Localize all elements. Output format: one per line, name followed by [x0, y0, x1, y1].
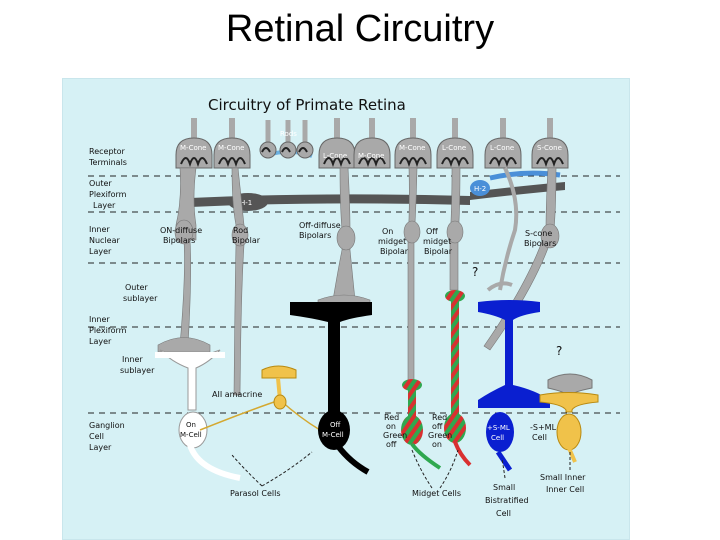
svg-text:L-Cone: L-Cone	[323, 152, 347, 160]
svg-text:M-Cone: M-Cone	[180, 144, 206, 152]
midget-cells-label: Midget Cells	[412, 489, 461, 498]
h2-horizontal-cell-body	[470, 180, 490, 196]
rod-bipolar	[231, 167, 249, 396]
s-cone-bipolar	[483, 167, 560, 351]
photoreceptor-l-cone-1: L-Cone	[318, 118, 356, 169]
svg-text:M-Cone: M-Cone	[399, 144, 425, 152]
photoreceptor-m-cone-3: M-Cone	[353, 118, 391, 169]
photoreceptor-m-cone-1: M-Cone	[175, 118, 213, 169]
svg-text:L-Cone: L-Cone	[442, 144, 466, 152]
svg-text:L-Cone: L-Cone	[490, 144, 514, 152]
question-mark-2: ?	[556, 344, 562, 358]
svg-text:M-Cone: M-Cone	[218, 144, 244, 152]
layer-boundaries	[88, 175, 620, 414]
h2-horizontal-band	[470, 182, 565, 200]
bipolar-cells	[157, 167, 560, 396]
photoreceptor-rods: Rods	[259, 120, 314, 159]
h1-label: H-1	[240, 199, 252, 207]
parasol-cells-label: Parasol Cells	[230, 489, 281, 498]
photoreceptor-row: M-Cone M-Cone Rods L-Cone M-Cone M-Cone …	[175, 118, 569, 169]
svg-text:S-Cone: S-Cone	[537, 144, 562, 152]
photoreceptor-l-cone-3: L-Cone	[484, 118, 522, 169]
svg-text:Rods: Rods	[280, 130, 297, 138]
photoreceptor-m-cone-4: M-Cone	[394, 118, 432, 169]
photoreceptor-s-cone-1: S-Cone	[531, 118, 569, 169]
on-diffuse-bipolar	[157, 167, 211, 353]
svg-text:M-Cone: M-Cone	[358, 152, 384, 160]
off-midget-bipolar	[446, 167, 464, 291]
l-cone-axon	[498, 167, 519, 291]
aii-amacrine-cell: AII amacrine	[199, 365, 321, 431]
photoreceptor-l-cone-2: L-Cone	[436, 118, 474, 169]
question-mark-1: ?	[472, 265, 478, 279]
photoreceptor-m-cone-2: M-Cone	[213, 118, 251, 169]
h2-label: H-2	[474, 185, 486, 193]
aii-amacrine-label: AII amacrine	[212, 390, 262, 399]
diagram-title: Circuitry of Primate Retina	[208, 96, 406, 114]
slide-title: Retinal Circuitry	[225, 8, 495, 50]
